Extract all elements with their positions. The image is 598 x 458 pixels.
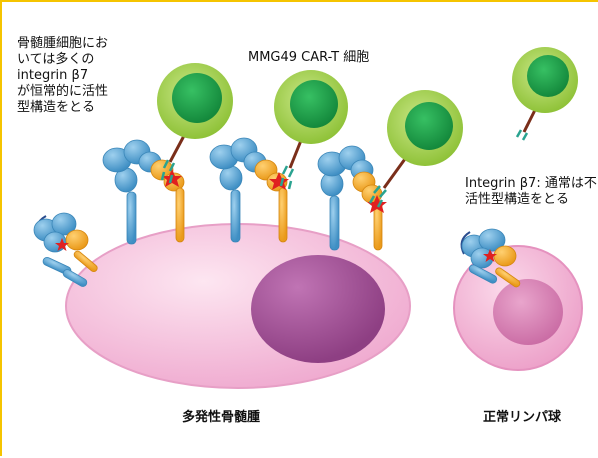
lymphocyte-label: 正常リンパ球	[483, 406, 561, 425]
note-line: 活性型構造をとる	[465, 192, 598, 208]
normal-integrin-note: Integrin β7: 通常は不 活性型構造をとる	[465, 176, 598, 208]
myeloma-label: 多発性骨髄腫	[182, 406, 260, 425]
myeloma-cell	[66, 224, 410, 388]
note-line: Integrin β7: 通常は不	[465, 176, 598, 192]
myeloma-integrin-note: 骨髄腫細胞にお いては多くの integrin β7 が恒常的に活性 型構造をと…	[17, 36, 147, 116]
car-t-cell-4	[512, 47, 578, 140]
car-t-nucleus	[290, 80, 338, 128]
car-t-nucleus	[172, 73, 222, 123]
note-line: integrin β7	[17, 68, 147, 84]
integrin-active-3	[318, 146, 387, 250]
car-t-cell-3	[370, 90, 463, 207]
note-line: 骨髄腫細胞にお	[17, 36, 147, 52]
car-t-nucleus	[527, 55, 569, 97]
car-t-nucleus	[405, 102, 453, 150]
note-line: が恒常的に活性	[17, 84, 147, 100]
car-t-label: MMG49 CAR-T 細胞	[248, 50, 369, 66]
note-line: いては多くの	[17, 52, 147, 68]
myeloma-nucleus	[251, 255, 385, 363]
lymphocyte-nucleus	[493, 279, 563, 345]
note-line: 型構造をとる	[17, 100, 147, 116]
